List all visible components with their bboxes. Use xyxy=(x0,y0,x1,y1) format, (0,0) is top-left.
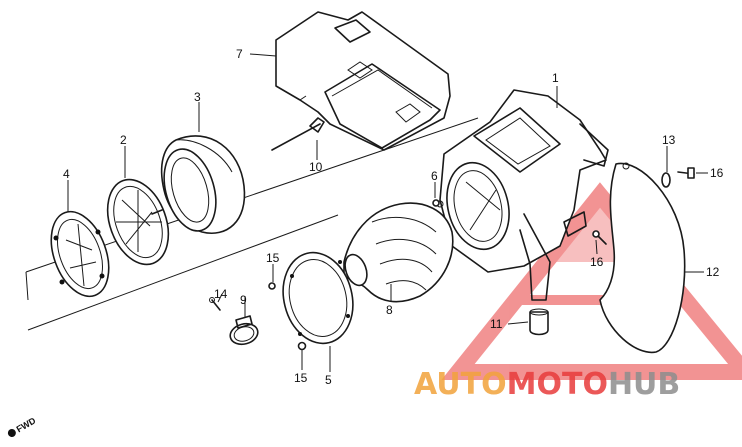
part-5-gasket xyxy=(282,251,354,345)
watermark-auto: AUTO xyxy=(414,367,507,402)
fwd-label: FWD xyxy=(15,415,38,434)
callout-13: 13 xyxy=(662,133,676,147)
part-6-bolt xyxy=(432,199,440,207)
watermark-moto: MOTO xyxy=(507,367,608,402)
part-13-washer xyxy=(661,172,671,188)
callout-16-right: 16 xyxy=(710,166,724,180)
part-1-housing xyxy=(436,89,609,301)
fwd-direction-marker: FWD xyxy=(7,415,38,437)
part-4-plate xyxy=(50,210,110,298)
part-11-drain-cap xyxy=(529,308,549,336)
watermark-hub: HUB xyxy=(608,367,680,402)
callout-8: 8 xyxy=(386,303,393,317)
callout-1: 1 xyxy=(552,71,559,85)
part-10-strap xyxy=(271,117,325,151)
callout-10: 10 xyxy=(309,160,323,174)
part-9-clamp xyxy=(229,315,259,346)
callout-12: 12 xyxy=(706,265,720,279)
svg-text:AUTOMOTOHUB: AUTOMOTOHUB xyxy=(414,367,680,402)
part-8-duct xyxy=(343,202,454,303)
callout-6: 6 xyxy=(431,169,438,183)
callout-11: 11 xyxy=(490,317,503,331)
part-16-bolt-right xyxy=(677,167,695,179)
callout-15-lower: 15 xyxy=(294,371,308,385)
part-12-side-cover xyxy=(599,162,686,354)
part-3-filter xyxy=(160,135,246,234)
callout-16-lower: 16 xyxy=(590,255,604,269)
callout-9: 9 xyxy=(240,293,247,307)
callout-5: 5 xyxy=(325,373,332,387)
leader-lines xyxy=(67,53,708,372)
callout-2: 2 xyxy=(120,133,127,147)
part-2-frame xyxy=(106,178,170,266)
callout-3: 3 xyxy=(194,90,201,104)
part-15-nut-lower xyxy=(297,341,307,351)
callout-7: 7 xyxy=(236,47,243,61)
callout-15-upper: 15 xyxy=(266,251,280,265)
callout-4: 4 xyxy=(63,167,70,181)
watermark-text: AUTOMOTOHUB xyxy=(414,367,680,402)
part-7-cover xyxy=(275,11,451,151)
part-14-screw xyxy=(209,297,221,311)
callout-14: 14 xyxy=(214,287,228,301)
part-16-bolt-lower xyxy=(592,230,607,245)
part-15-nut-upper xyxy=(268,282,276,290)
